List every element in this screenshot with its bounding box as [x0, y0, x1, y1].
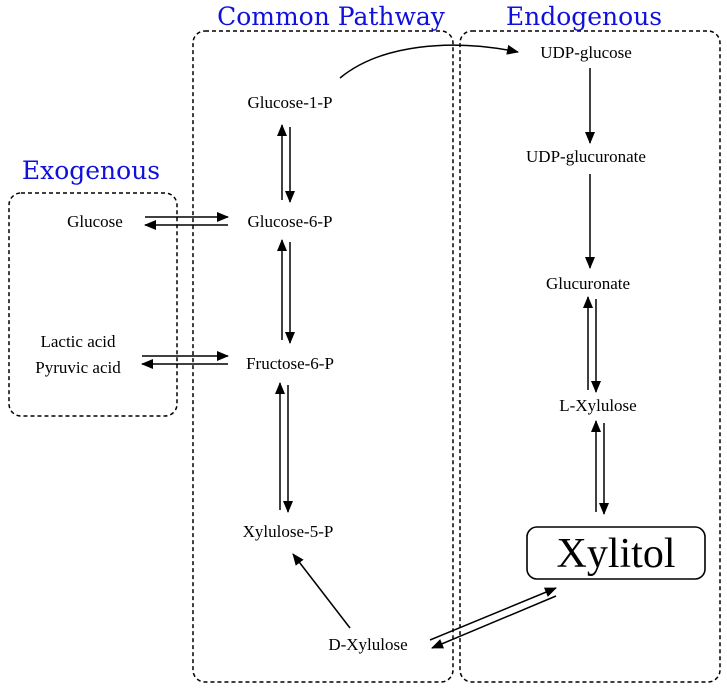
node-xylitol: Xylitol: [556, 531, 675, 577]
node-fructose-6-p: Fructose-6-P: [246, 354, 334, 373]
endogenous-box: [459, 30, 721, 683]
arrow-glucose-1-p-glucose-6-p: [277, 124, 295, 203]
node-glucose-6-p: Glucose-6-P: [248, 212, 333, 231]
node-l-xylulose: L-Xylulose: [559, 396, 636, 415]
node-d-xylulose: D-Xylulose: [328, 635, 407, 654]
common-pathway-title: Common Pathway: [217, 2, 446, 31]
xylitol-box: [526, 526, 706, 580]
node-pyruvic-acid: Pyruvic acid: [35, 358, 121, 377]
arrow-glucose-6-p-fructose-6-p: [277, 239, 295, 344]
node-udp-glucuronate: UDP-glucuronate: [526, 147, 646, 166]
node-udp-glucose: UDP-glucose: [540, 43, 632, 62]
node-glucose: Glucose: [67, 212, 123, 231]
endogenous-title: Endogenous: [506, 2, 662, 31]
node-glucose-1-p: Glucose-1-P: [248, 93, 333, 112]
arrow-glucose-glucose-6-p: [144, 212, 229, 230]
arrow-d-xylulose-xylitol: [429, 587, 557, 649]
arrow-fructose-6-p-xylulose-5-p: [275, 382, 293, 513]
arrow-acids-fructose-6-p: [141, 351, 229, 369]
arrow-glucuronate-l-xylulose: [583, 296, 601, 393]
node-glucuronate: Glucuronate: [546, 274, 630, 293]
arrow-d-xylulose-to-xylulose-5-p: [292, 553, 351, 629]
arrow-l-xylulose-xylitol: [591, 420, 609, 515]
node-lactic-acid: Lactic acid: [40, 332, 116, 351]
arrow-glucose-1-p-to-udp-glucose: [339, 44, 519, 79]
exogenous-title: Exogenous: [22, 156, 160, 185]
node-xylulose-5-p: Xylulose-5-P: [243, 522, 334, 541]
exogenous-box: [8, 192, 178, 417]
common-pathway-box: [192, 30, 454, 683]
